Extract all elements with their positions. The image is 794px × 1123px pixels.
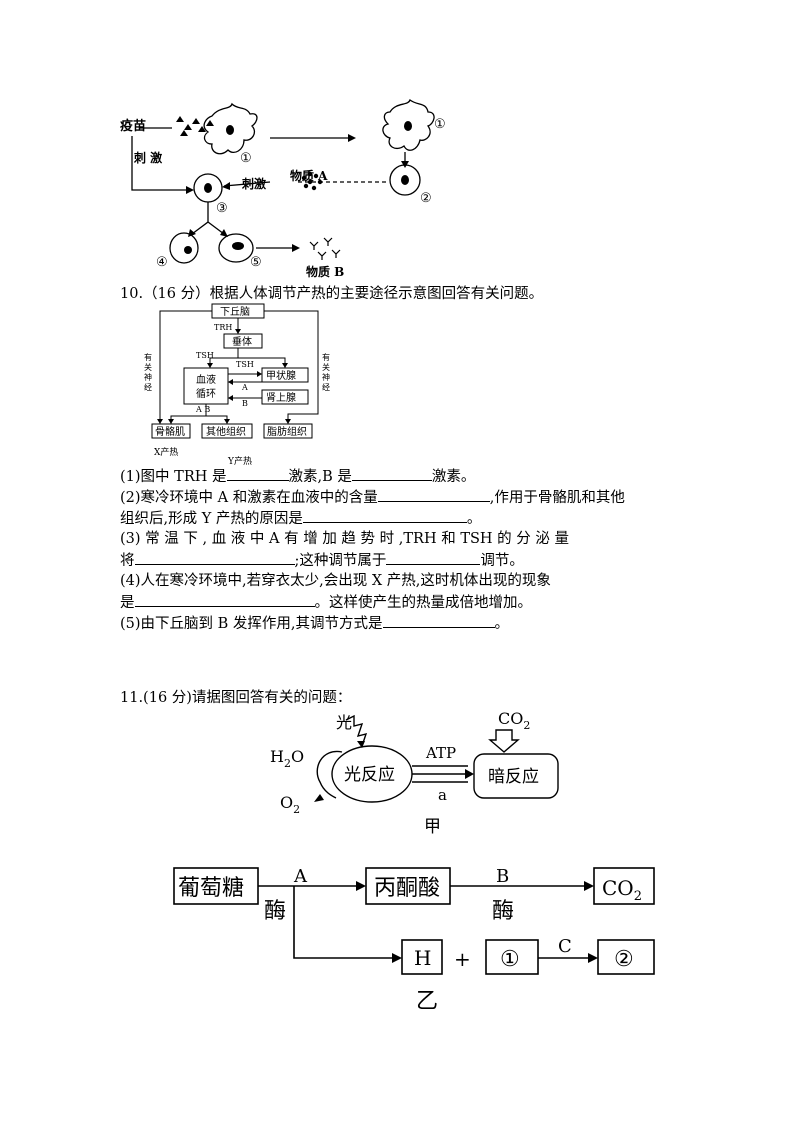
nerve-left: 有 bbox=[144, 352, 152, 362]
q10-subq-2-cont: 组织后,形成 Y 产热的原因是。 bbox=[120, 508, 481, 530]
arrow-c-label: C bbox=[558, 936, 572, 957]
nerve-right: 神 bbox=[322, 372, 330, 382]
q10-subq-5: (5)由下丘脑到 B 发挥作用,其调节方式是。 bbox=[120, 613, 509, 635]
q10-title: 10.（16 分）根据人体调节产热的主要途径示意图回答有关问题。 bbox=[120, 286, 544, 302]
tsh-label-2: TSH bbox=[236, 360, 254, 369]
product-2-label: ② bbox=[614, 947, 634, 972]
b-label: B bbox=[242, 399, 248, 408]
a-label: A bbox=[241, 383, 248, 392]
q10-subq-4-cont: 是。这样使产生的热量成倍地增加。 bbox=[120, 592, 532, 614]
stimulate-label-1: 刺 激 bbox=[133, 150, 162, 165]
cell-label: ⑤ bbox=[250, 255, 262, 270]
nerve-left: 经 bbox=[144, 382, 152, 392]
ab-label: A B bbox=[195, 405, 210, 414]
atp-label: ATP bbox=[425, 744, 456, 762]
cell-label: ① bbox=[434, 117, 446, 132]
q10-subq-1: (1)图中 TRH 是激素,B 是激素。 bbox=[120, 466, 475, 488]
x-heat-label: X产热 bbox=[154, 446, 178, 458]
product-1-box bbox=[485, 939, 539, 975]
arrow-b-label: B bbox=[496, 866, 509, 887]
h-box bbox=[401, 939, 443, 975]
a-label: a bbox=[438, 786, 447, 804]
glucose-label: 葡萄糖 bbox=[178, 876, 244, 901]
plus-sign: + bbox=[454, 947, 471, 971]
respiration-diagram: 葡萄糖 A 酶 丙酮酸 B 酶 CO2 H + ① C ② 乙 bbox=[173, 866, 655, 1014]
h2o-label: H2O bbox=[270, 747, 304, 770]
skeletal-muscle-box: 骨骼肌 bbox=[155, 425, 185, 438]
cell-label: ① bbox=[240, 151, 252, 166]
immune-diagram: 疫苗 刺 激 刺激 物质 A 物质 B ① ① ② ③ ④ ⑤ bbox=[120, 98, 446, 279]
q10-subq-2: (2)寒冷环境中 A 和激素在血液中的含量,作用于骨骼肌和其他 bbox=[120, 487, 625, 509]
y-heat-label: Y产热 bbox=[227, 455, 252, 467]
nerve-left: 神 bbox=[144, 372, 152, 382]
nerve-right: 关 bbox=[322, 362, 330, 372]
q11-title: 11.(16 分)请据图回答有关的问题： bbox=[120, 690, 352, 706]
substance-b-label: 物质 B bbox=[306, 264, 344, 279]
dark-reaction-node bbox=[473, 753, 559, 799]
enzyme-label-1: 酶 bbox=[264, 899, 286, 924]
nerve-right: 有 bbox=[322, 352, 330, 362]
other-tissue-box: 其他组织 bbox=[206, 425, 246, 438]
q10-subq-3: (3) 常 温 下 , 血 液 中 A 有 增 加 趋 势 时 ,TRH 和 T… bbox=[120, 531, 570, 547]
co2-label: CO2 bbox=[602, 876, 642, 904]
dendritic-cell-1 bbox=[203, 102, 258, 155]
figure-caption-jia: 甲 bbox=[424, 817, 441, 837]
photosynthesis-diagram: 光 CO2 H2O O2 光反应 暗反应 ATP a 甲 bbox=[270, 709, 559, 837]
cell-5 bbox=[218, 233, 254, 263]
product-2-box bbox=[597, 939, 655, 975]
thermoregulation-diagram: 下丘脑 TRH 垂体 TSH TSH 血液 循环 甲状腺 A B 肾上腺 A B… bbox=[144, 303, 330, 467]
pituitary-box: 垂体 bbox=[232, 336, 252, 348]
cell-label: ③ bbox=[216, 201, 228, 216]
co2-label: CO2 bbox=[498, 709, 530, 732]
nerve-left: 关 bbox=[144, 362, 152, 372]
figure-caption-yi: 乙 bbox=[416, 989, 438, 1014]
blood-line-2: 循环 bbox=[196, 387, 216, 400]
q10-subq-4: (4)人在寒冷环境中,若穿衣太少,会出现 X 产热,这时机体出现的现象 bbox=[120, 573, 551, 589]
dendritic-cell-2 bbox=[382, 98, 435, 151]
stimulate-label-2: 刺激 bbox=[241, 176, 266, 191]
cell-label: ② bbox=[420, 191, 432, 206]
cell-4 bbox=[169, 232, 199, 264]
light-reaction-label: 光反应 bbox=[344, 765, 395, 785]
light-label: 光 bbox=[336, 713, 352, 732]
substance-a-label: 物质 A bbox=[290, 168, 328, 183]
arrow-a-label: A bbox=[293, 866, 308, 887]
tsh-label-1: TSH bbox=[196, 351, 214, 360]
vaccine-label: 疫苗 bbox=[120, 118, 146, 134]
h-label: H bbox=[414, 946, 431, 970]
hypothalamus-box: 下丘脑 bbox=[220, 305, 250, 318]
o2-label: O2 bbox=[280, 793, 300, 816]
blood-line-1: 血液 bbox=[196, 373, 216, 386]
q10-subq-3-cont: 将;这种调节属于调节。 bbox=[120, 550, 524, 572]
product-1-label: ① bbox=[500, 947, 520, 972]
nerve-right: 经 bbox=[322, 382, 330, 392]
trh-label: TRH bbox=[214, 323, 232, 332]
pyruvate-label: 丙酮酸 bbox=[374, 876, 440, 901]
enzyme-label-2: 酶 bbox=[492, 899, 514, 924]
fat-tissue-box: 脂肪组织 bbox=[267, 425, 307, 438]
thyroid-box: 甲状腺 bbox=[266, 369, 296, 382]
dark-reaction-label: 暗反应 bbox=[488, 767, 539, 787]
cell-label: ④ bbox=[156, 255, 168, 270]
adrenal-box: 肾上腺 bbox=[266, 391, 296, 404]
